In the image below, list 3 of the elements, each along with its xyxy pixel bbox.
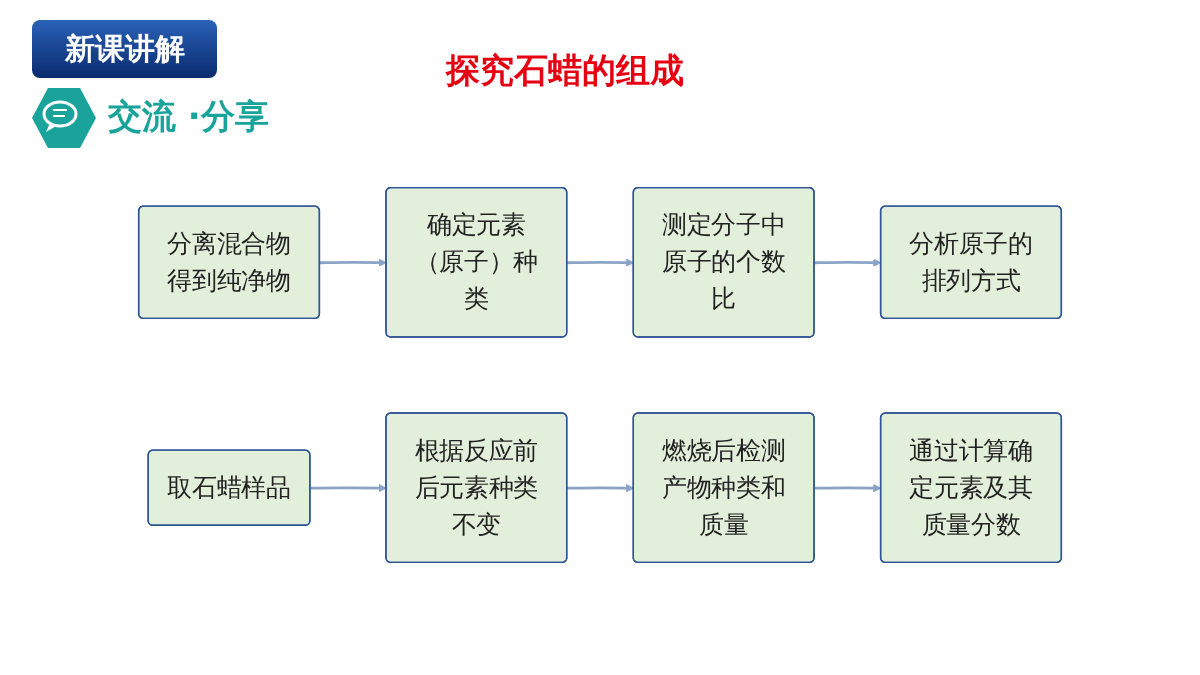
title: 探究石蜡的组成	[446, 49, 684, 92]
section-badge: 新课讲解	[32, 20, 217, 78]
section-heading: 交流 ·分享	[108, 95, 269, 138]
